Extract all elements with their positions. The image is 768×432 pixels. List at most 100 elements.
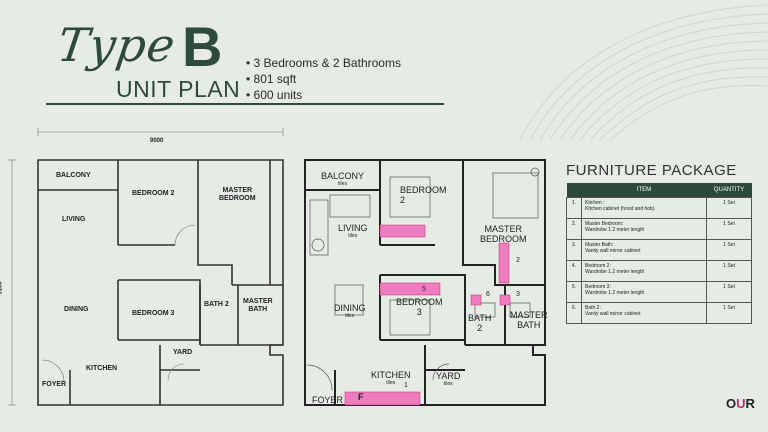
row-item-name: Master Bedroom: <box>585 221 624 227</box>
right-balcony-tiles: tiles <box>338 181 347 187</box>
row-item: Bedroom 3:Wardrobe 1.2 meter length <box>581 281 707 303</box>
spec-units: 600 units <box>246 87 401 103</box>
row-no: 6. <box>566 302 582 324</box>
right-master-bedroom-line1: MASTER <box>484 224 523 234</box>
right-yard-text: YARD <box>436 371 461 381</box>
right-bedroom2-line1: BEDROOM <box>400 185 447 195</box>
spec-area: 801 sqft <box>246 71 401 87</box>
furnished-plan <box>304 159 546 406</box>
row-item-desc: Wardrobe 1.2 meter length <box>585 269 645 275</box>
unit-plan-title: UNIT PLAN <box>116 76 241 102</box>
row-no: 1. <box>566 197 582 219</box>
row-item-desc: Kitchen cabinet (hood and hob) <box>585 206 655 212</box>
right-kitchen-text: KITCHEN <box>371 370 411 380</box>
row-item-name: Bedroom 2: <box>585 263 611 269</box>
left-master-bedroom-label: MASTER BEDROOM <box>219 187 256 203</box>
right-master-bedroom-line2: BEDROOM <box>480 234 527 244</box>
right-kitchen-tiles: tiles <box>386 380 396 386</box>
left-kitchen-label: KITCHEN <box>86 365 118 372</box>
row-qty: 1 Set <box>706 197 752 219</box>
left-dining-label: DINING <box>64 306 89 313</box>
row-no: 3. <box>566 239 582 261</box>
furniture-package-title: FURNITURE PACKAGE <box>566 162 737 179</box>
marker-1: 1 <box>404 382 408 389</box>
left-bath2-label: BATH 2 <box>204 301 229 308</box>
row-item: Kitchen :Kitchen cabinet (hood and hob) <box>581 197 707 219</box>
row-item-desc: Wardrobe 1.2 meter length <box>585 290 645 296</box>
furniture-table: ITEM QUANTITY 1. Kitchen :Kitchen cabine… <box>566 183 752 324</box>
dimension-height: 9100 <box>0 281 4 295</box>
row-item-name: Kitchen : <box>585 200 605 206</box>
marker-f: F <box>358 392 364 402</box>
row-item-name: Master Bath: <box>585 242 614 248</box>
table-row: 1. Kitchen :Kitchen cabinet (hood and ho… <box>566 197 752 219</box>
left-master-bath-line1: MASTER <box>243 298 273 305</box>
row-item-desc: Vanity wall mirror cabinet <box>585 311 641 317</box>
row-qty: 1 Set <box>706 239 752 261</box>
right-bedroom3-line1: BEDROOM <box>396 297 443 307</box>
logo-mid: U <box>736 396 746 411</box>
left-master-bath-label: MASTER BATH <box>243 298 273 314</box>
marker-3: 3 <box>516 291 520 298</box>
right-master-bath-line1: MASTER <box>510 310 548 320</box>
row-no: 5. <box>566 281 582 303</box>
left-master-bedroom-line2: BEDROOM <box>219 195 256 202</box>
table-row: 6. Bath 2:Vanity wall mirror cabinet 1 S… <box>566 302 752 324</box>
right-bedroom2-line2: 2 <box>400 195 406 205</box>
brand-logo: OUR <box>726 396 755 411</box>
header-divider <box>46 103 444 105</box>
right-dining-text: DINING <box>334 303 366 313</box>
left-master-bath-line2: BATH <box>248 306 268 313</box>
row-item-name: Bath 2: <box>585 305 601 311</box>
right-bath2-line2: 2 <box>477 323 483 333</box>
row-qty: 1 Set <box>706 281 752 303</box>
left-living-label: LIVING <box>62 216 86 223</box>
logo-prefix: O <box>726 396 737 411</box>
left-bedroom3-label: BEDROOM 3 <box>132 310 175 317</box>
row-item: Master Bedroom:Wardrobe 1.2 meter length <box>581 218 707 240</box>
right-living-text: LIVING <box>338 223 368 233</box>
row-qty: 1 Set <box>706 260 752 282</box>
right-master-bath-line2: BATH <box>517 320 541 330</box>
row-item: Bath 2:Vanity wall mirror cabinet <box>581 302 707 324</box>
dimension-width: 9000 <box>150 138 164 144</box>
left-master-bedroom-line1: MASTER <box>222 187 253 194</box>
left-foyer-label: FOYER <box>42 381 67 388</box>
type-letter: B <box>182 15 223 78</box>
row-qty: 1 Set <box>706 302 752 324</box>
row-item: Bedroom 2:Wardrobe 1.2 meter length <box>581 260 707 282</box>
marker-5: 5 <box>422 286 426 293</box>
unit-specs: 3 Bedrooms & 2 Bathrooms 801 sqft 600 un… <box>246 55 401 103</box>
spec-bedrooms: 3 Bedrooms & 2 Bathrooms <box>246 55 401 71</box>
table-row: 5. Bedroom 3:Wardrobe 1.2 meter length 1… <box>566 281 752 303</box>
row-item: Master Bath:Vanity wall mirror cabinet <box>581 239 707 261</box>
left-yard-label: YARD <box>173 349 193 356</box>
marker-6: 6 <box>486 291 490 298</box>
header-quantity: QUANTITY <box>706 183 752 198</box>
right-living-tiles: tiles <box>348 233 358 239</box>
floor-plan-outline <box>8 128 284 406</box>
table-row: 4. Bedroom 2:Wardrobe 1.2 meter length 1… <box>566 260 752 282</box>
header-no <box>566 183 582 198</box>
furniture-table-header: ITEM QUANTITY <box>566 183 752 198</box>
marker-2: 2 <box>516 257 520 264</box>
table-row: 2. Master Bedroom:Wardrobe 1.2 meter len… <box>566 218 752 240</box>
right-balcony-text: BALCONY <box>321 171 365 181</box>
right-yard-tiles: tiles <box>443 381 453 387</box>
row-qty: 1 Set <box>706 218 752 240</box>
table-row: 3. Master Bath:Vanity wall mirror cabine… <box>566 239 752 261</box>
header-item: ITEM <box>581 183 707 198</box>
left-bedroom2-label: BEDROOM 2 <box>132 190 175 197</box>
row-item-desc: Wardrobe 1.2 meter length <box>585 227 645 233</box>
row-item-name: Bedroom 3: <box>585 284 611 290</box>
left-balcony-label: BALCONY <box>56 172 91 179</box>
row-item-desc: Vanity wall mirror cabinet <box>585 248 641 254</box>
right-foyer-label: FOYER <box>312 395 344 405</box>
